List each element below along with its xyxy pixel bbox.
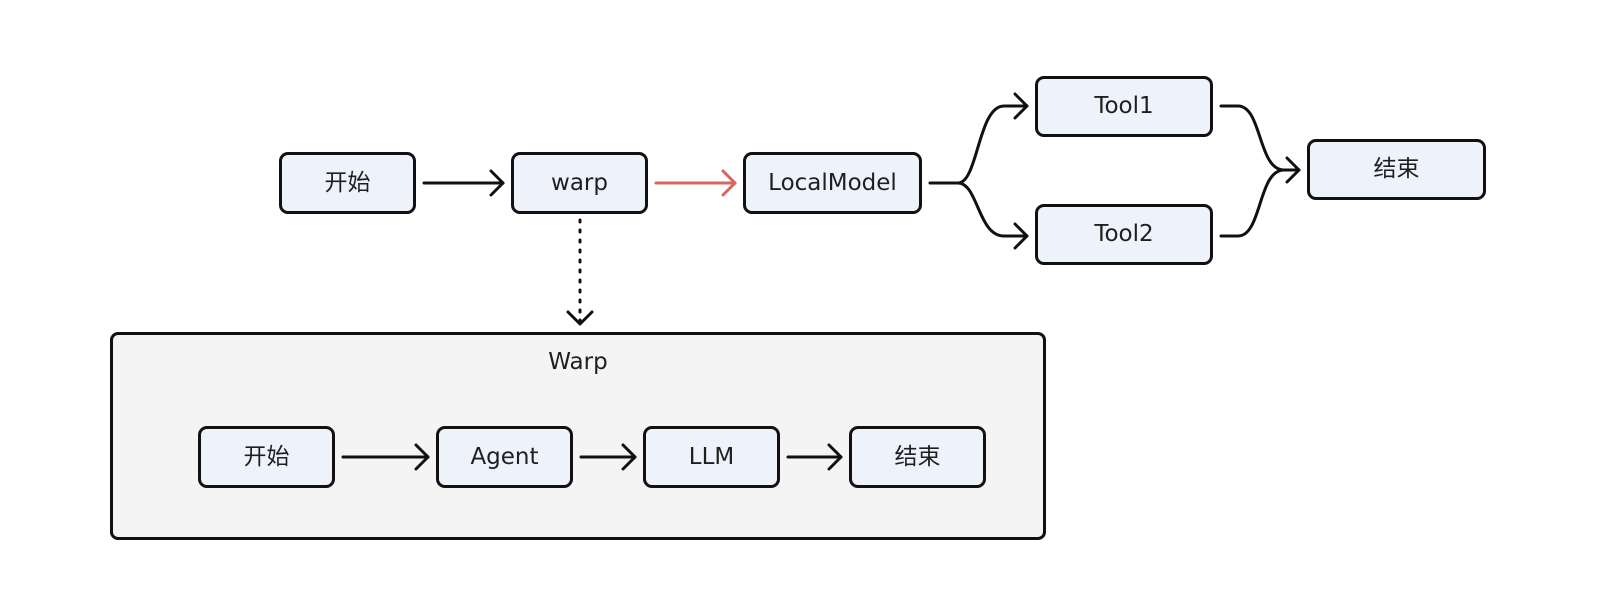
- arrowhead-llm-to-sg-end: [827, 443, 843, 471]
- arrowhead-tools-to-end: [1285, 156, 1301, 184]
- arrowhead-start-to-warp: [489, 169, 505, 197]
- arrowhead-warp-expansion: [566, 310, 594, 326]
- node-tool1-label: Tool1: [1094, 93, 1154, 119]
- arrowhead-agent-to-llm: [621, 443, 637, 471]
- warp-node-llm: LLM: [643, 426, 780, 488]
- warp-node-end: 结束: [849, 426, 986, 488]
- arrowhead-warp-to-localmodel: [721, 169, 737, 197]
- arrowhead-sg-start-to-agent: [414, 443, 430, 471]
- edge-localmodel-branch: [928, 104, 1029, 185]
- node-tool2: Tool2: [1035, 204, 1213, 265]
- arrowhead-localmodel-to-tool1: [1013, 92, 1029, 120]
- node-tool1: Tool1: [1035, 76, 1213, 137]
- warp-node-start-label: 开始: [243, 443, 290, 470]
- warp-node-agent: Agent: [436, 426, 573, 488]
- edge-localmodel-to-tool2: [956, 181, 1029, 238]
- warp-node-llm-label: LLM: [688, 443, 735, 470]
- arrowhead-localmodel-to-tool2: [1013, 222, 1029, 250]
- node-warp-label: warp: [551, 169, 608, 196]
- node-start: 开始: [279, 152, 416, 214]
- node-end-label: 结束: [1373, 156, 1420, 182]
- warp-group-title: Warp: [548, 349, 608, 375]
- node-end: 结束: [1307, 139, 1486, 200]
- warp-node-start: 开始: [198, 426, 335, 488]
- edge-tool2-to-end: [1219, 168, 1286, 238]
- node-localmodel: LocalModel: [743, 152, 922, 214]
- warp-node-agent-label: Agent: [470, 443, 539, 470]
- node-tool2-label: Tool2: [1094, 221, 1154, 247]
- node-warp: warp: [511, 152, 648, 214]
- node-localmodel-label: LocalModel: [768, 169, 897, 196]
- warp-node-end-label: 结束: [894, 443, 941, 470]
- node-start-label: 开始: [324, 169, 371, 196]
